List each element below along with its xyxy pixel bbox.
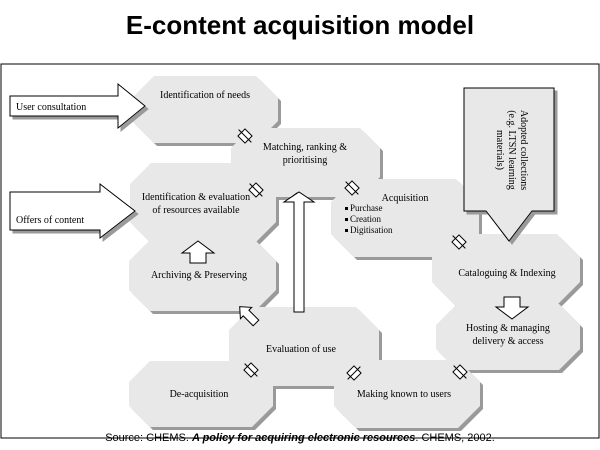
- matching-label-line1: Matching, ranking &: [263, 142, 347, 153]
- connector-making-known-evaluation: [346, 365, 362, 381]
- identification-evaluation-label-line2: of resources available: [152, 205, 240, 216]
- offers-of-content-label: Offers of content: [16, 215, 84, 226]
- connector-hosting-making-known: [452, 364, 468, 380]
- identification-of-needs-label: Identification of needs: [160, 90, 250, 101]
- stage-box-hosting: [436, 304, 580, 370]
- connector-acquisition-cataloguing: [451, 234, 467, 250]
- connector-needs-matching: [237, 128, 253, 144]
- source-prefix: Source: CHEMS.: [105, 432, 192, 444]
- user-consultation-arrow: [9, 82, 146, 130]
- stage-box-identification-evaluation: [130, 163, 276, 243]
- connector-evaluation-deacquisition: [243, 362, 259, 378]
- connector-matching-identification: [248, 182, 264, 198]
- stage-box-archiving: [129, 240, 276, 311]
- diagram-frame: [0, 63, 600, 439]
- stage-box-de-acquisition: [129, 361, 273, 427]
- matching-label-line2: prioritising: [283, 155, 327, 166]
- adopted-collections-label: Adopted collections (e.g. LTSN learning …: [494, 110, 529, 190]
- acquisition-bullet-creation: Creation: [350, 214, 381, 224]
- cataloguing-down-arrow: [494, 296, 530, 320]
- evaluation-to-archiving-arrow: [239, 306, 260, 327]
- stage-box-acquisition: [331, 179, 479, 257]
- connector-matching-acquisition: [344, 180, 360, 196]
- acquisition-bullet-digitisation: Digitisation: [350, 225, 393, 235]
- stage-box-identification-of-needs: [132, 76, 278, 143]
- archiving-label: Archiving & Preserving: [151, 270, 247, 281]
- svg-text:(e.g. LTSN learning: (e.g. LTSN learning: [506, 110, 517, 190]
- source-suffix: . CHEMS, 2002.: [415, 432, 495, 444]
- de-acquisition-label: De-acquisition: [170, 389, 229, 400]
- user-consultation-label: User consultation: [16, 102, 86, 113]
- source-citation: Source: CHEMS. A policy for acquiring el…: [0, 432, 600, 444]
- archiving-up-arrow: [180, 240, 216, 264]
- acquisition-bullet-purchase: Purchase: [350, 203, 383, 213]
- cataloguing-label: Cataloguing & Indexing: [458, 268, 555, 279]
- acquisition-bullets: Purchase Creation Digitisation: [345, 203, 393, 235]
- stage-box-evaluation-of-use: [229, 307, 379, 386]
- identification-evaluation-label-line1: Identification & evaluation: [142, 192, 250, 203]
- stage-box-cataloguing: [432, 234, 580, 305]
- hosting-label-line2: delivery & access: [472, 336, 543, 347]
- stage-box-making-known: [334, 360, 480, 428]
- page-title: E-content acquisition model: [125, 10, 475, 40]
- making-known-label: Making known to users: [357, 389, 451, 400]
- svg-text:Adopted collections: Adopted collections: [518, 110, 529, 190]
- offers-of-content-arrow: [9, 182, 136, 240]
- evaluation-of-use-label: Evaluation of use: [266, 344, 337, 355]
- hosting-label-line1: Hosting & managing: [466, 323, 550, 334]
- source-title: A policy for acquiring electronic resour…: [192, 432, 416, 444]
- svg-text:materials): materials): [494, 130, 505, 170]
- acquisition-label: Acquisition: [382, 193, 429, 204]
- adopted-collections-arrow: [463, 87, 555, 242]
